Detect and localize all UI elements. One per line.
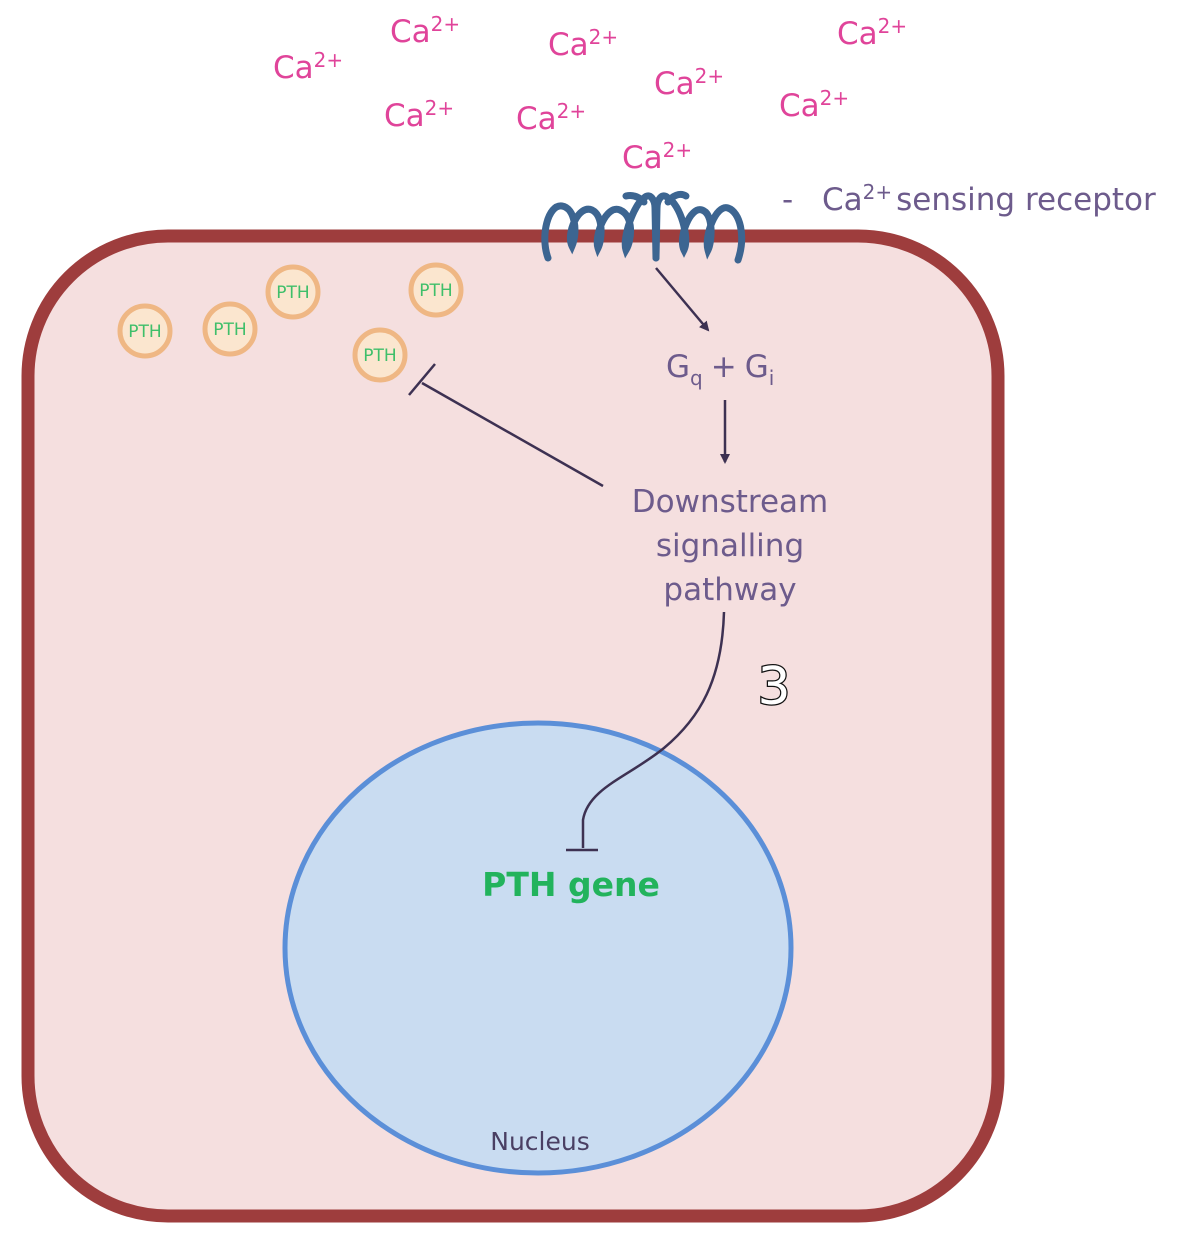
receptor-legend-text: sensing receptor xyxy=(896,182,1156,218)
pth-vesicle-label: PTH xyxy=(213,320,246,340)
receptor-legend-label: Ca2+sensing receptor xyxy=(822,180,1156,218)
calcium-ion: Ca2+ xyxy=(622,138,692,176)
g-plus: + xyxy=(711,349,737,385)
calcium-ion: Ca2+ xyxy=(548,25,618,63)
calcium-ion: Ca2+ xyxy=(390,12,460,50)
pth-vesicle: PTH xyxy=(408,262,464,318)
calcium-ion: Ca2+ xyxy=(516,99,586,137)
nucleus-label: Nucleus xyxy=(490,1127,590,1156)
pth-vesicle-label: PTH xyxy=(419,281,452,301)
calcium-ion: Ca2+ xyxy=(837,14,907,52)
pth-vesicle: PTH xyxy=(117,303,173,359)
pth-vesicle-label: PTH xyxy=(276,283,309,303)
arrow-receptor-to-gproteins xyxy=(655,267,710,332)
pathway-line-3: pathway xyxy=(663,572,796,608)
gi-label: G xyxy=(745,349,769,385)
calcium-ion: Ca2+ xyxy=(779,86,849,124)
receptor-legend-charge: 2+ xyxy=(863,180,892,204)
calcium-ion: Ca2+ xyxy=(384,96,454,134)
gq-subscript: q xyxy=(690,366,703,390)
pth-vesicles: PTH PTH PTH PTH PTH xyxy=(117,262,464,383)
calcium-ion: Ca2+ xyxy=(654,64,724,102)
calcium-ion: Ca2+ xyxy=(273,48,343,86)
pathway-line-2: signalling xyxy=(656,528,804,564)
step-number: 3 xyxy=(757,657,790,717)
calcium-ions: Ca2+ Ca2+ Ca2+ Ca2+ Ca2+ Ca2+ Ca2+ Ca2+ Ca2+ xyxy=(273,12,907,176)
receptor-legend-dash: - xyxy=(782,182,793,218)
gi-subscript: i xyxy=(769,366,775,390)
ca-sensing-receptor xyxy=(541,190,746,264)
inhibition-vesicle-release xyxy=(408,363,604,488)
pth-vesicle: PTH xyxy=(352,327,408,383)
inhibition-pth-gene xyxy=(566,611,726,852)
pathway-line-1: Downstream xyxy=(632,484,828,520)
pth-vesicle-label: PTH xyxy=(363,346,396,366)
nucleus xyxy=(282,720,794,1176)
pth-vesicle: PTH xyxy=(202,301,258,357)
g-proteins-label: Gq+Gi xyxy=(666,349,774,390)
pth-gene-label: PTH gene xyxy=(482,865,660,904)
pth-vesicle: PTH xyxy=(265,264,321,320)
receptor-legend-symbol: Ca xyxy=(822,182,863,218)
pth-vesicle-label: PTH xyxy=(128,322,161,342)
gq-label: G xyxy=(666,349,690,385)
